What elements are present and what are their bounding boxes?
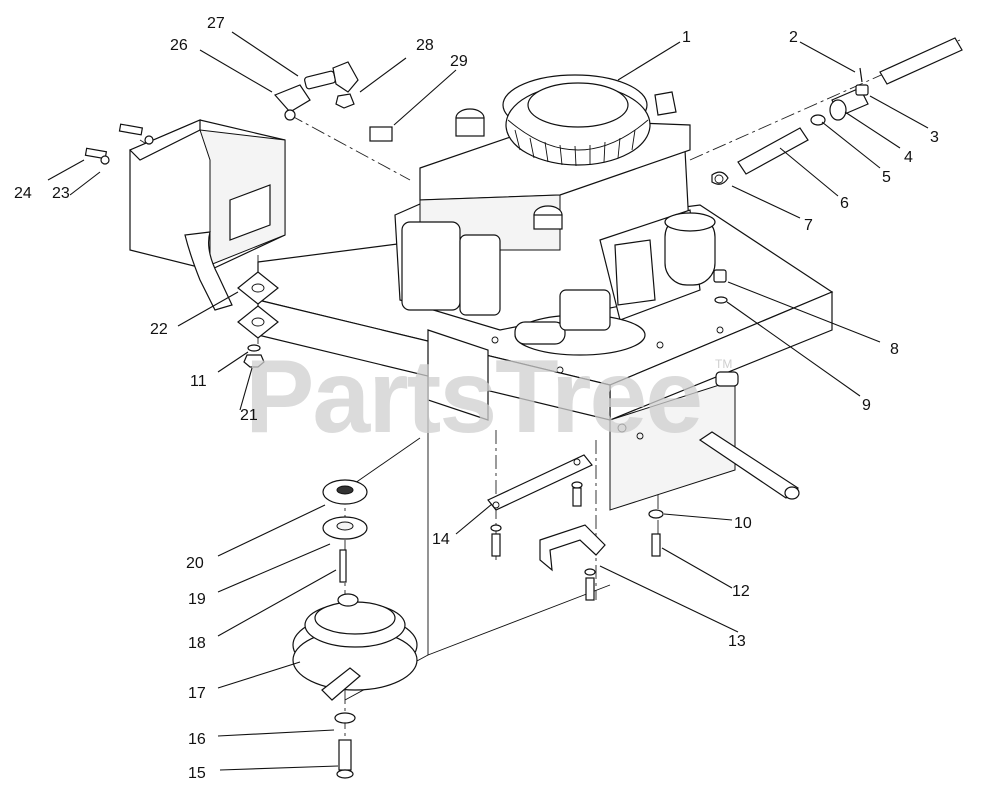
callout-20[interactable]: 20 [186,555,204,572]
callout-11[interactable]: 11 [190,373,207,390]
callout-19[interactable]: 19 [188,591,206,608]
callout-8[interactable]: 8 [890,341,899,358]
clutch-stack [292,479,418,779]
callout-26[interactable]: 26 [170,37,188,54]
callout-4[interactable]: 4 [904,149,913,166]
engine-assembly [394,74,716,356]
brackets-fasteners [487,454,664,601]
callout-13[interactable]: 13 [728,633,746,650]
throttle-cable [711,37,963,304]
callout-1[interactable]: 1 [682,29,691,46]
callout-3[interactable]: 3 [930,129,939,146]
callout-15[interactable]: 15 [188,765,206,782]
callout-5[interactable]: 5 [882,169,891,186]
callout-21[interactable]: 21 [240,407,258,424]
callout-29[interactable]: 29 [450,53,468,70]
callout-28[interactable]: 28 [416,37,434,54]
callout-16[interactable]: 16 [188,731,206,748]
fuel-fittings [273,61,393,142]
callout-9[interactable]: 9 [862,397,871,414]
callout-7[interactable]: 7 [804,217,813,234]
callout-23[interactable]: 23 [52,185,70,202]
callout-24[interactable]: 24 [14,185,32,202]
callout-18[interactable]: 18 [188,635,206,652]
callout-6[interactable]: 6 [840,195,849,212]
callout-10[interactable]: 10 [734,515,752,532]
leader-lines [47,31,929,771]
callout-12[interactable]: 12 [732,583,750,600]
callout-14[interactable]: 14 [432,531,450,548]
muffler [84,119,286,368]
callout-27[interactable]: 27 [207,15,225,32]
callout-22[interactable]: 22 [150,321,168,338]
svg-text:PartsTree: PartsTree [245,339,701,455]
callout-17[interactable]: 17 [188,685,206,702]
watermark: PartsTree TM [245,339,732,455]
callout-labels: 1 2 3 4 5 6 7 8 9 10 11 12 13 14 15 16 1… [14,15,939,782]
callout-2[interactable]: 2 [789,29,798,46]
svg-text:TM: TM [715,357,732,371]
